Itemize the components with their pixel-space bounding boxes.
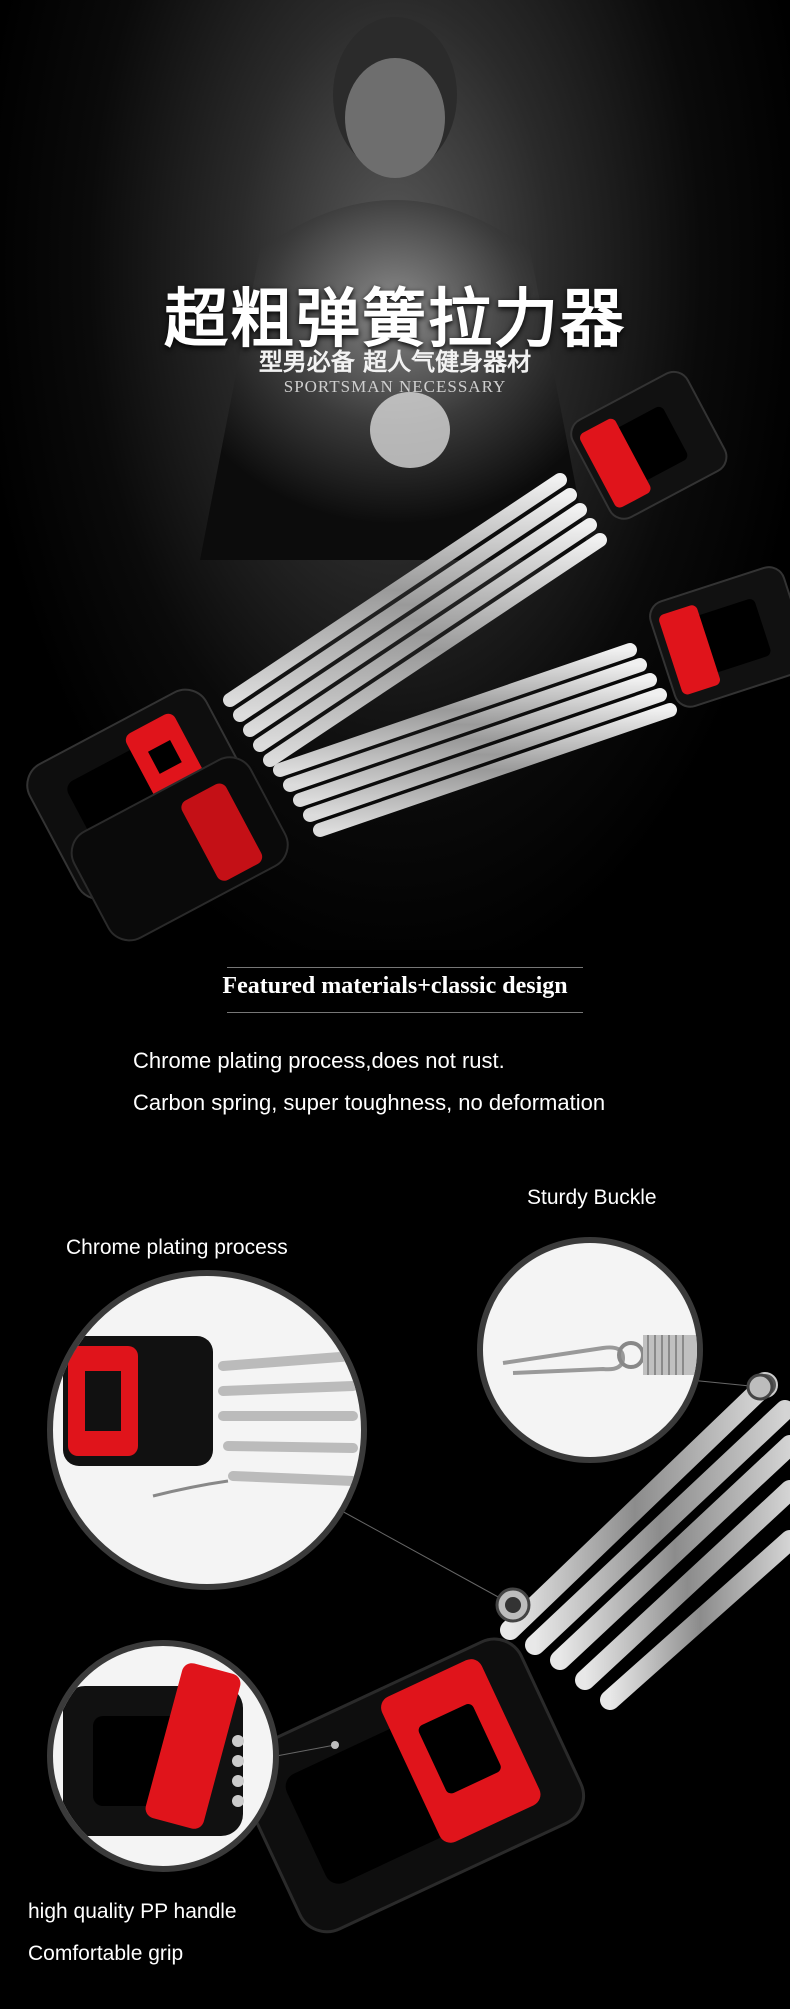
feature-line-1: Chrome plating process,does not rust. xyxy=(133,1048,505,1073)
athlete-image xyxy=(200,17,590,560)
hero-tagline: SPORTSMAN NECESSARY xyxy=(283,377,507,396)
buckle-image xyxy=(502,1335,697,1375)
handle-lower-left-2 xyxy=(70,756,289,942)
callout-handle-2: Comfortable grip xyxy=(28,1942,184,1965)
handle-middle-right xyxy=(649,566,790,708)
heading-rule-bottom xyxy=(227,1012,583,1013)
hero-banner: 超粗弹簧拉力器 型男必备 超人气健身器材 SPORTSMAN NECESSARY xyxy=(0,0,790,950)
product-detail-image xyxy=(236,1372,790,1934)
product-image xyxy=(26,370,790,942)
handle-upper-right xyxy=(570,370,728,520)
detail-circle-handle xyxy=(47,1640,279,1872)
handle-detail-image xyxy=(63,1663,244,1836)
detail-circle-buckle xyxy=(477,1237,703,1463)
callout-handle-1: high quality PP handle xyxy=(28,1900,237,1923)
callout-chrome: Chrome plating process xyxy=(66,1236,288,1259)
callout-connectors xyxy=(254,1373,774,1761)
hero-title: 超粗弹簧拉力器 xyxy=(164,283,626,357)
feature-line-2: Carbon spring, super toughness, no defor… xyxy=(133,1090,606,1115)
hero-subtitle: 型男必备 超人气健身器材 xyxy=(258,348,532,376)
heading-rule-top xyxy=(227,967,583,968)
spring-set-upper xyxy=(223,473,607,767)
detail-circle-chrome xyxy=(47,1270,367,1590)
callout-buckle: Sturdy Buckle xyxy=(527,1186,657,1209)
chrome-detail-image xyxy=(63,1336,358,1498)
spring-set-lower xyxy=(273,643,677,837)
features-heading: Featured materials+classic design xyxy=(222,973,568,999)
detail-handle xyxy=(236,1637,586,1934)
